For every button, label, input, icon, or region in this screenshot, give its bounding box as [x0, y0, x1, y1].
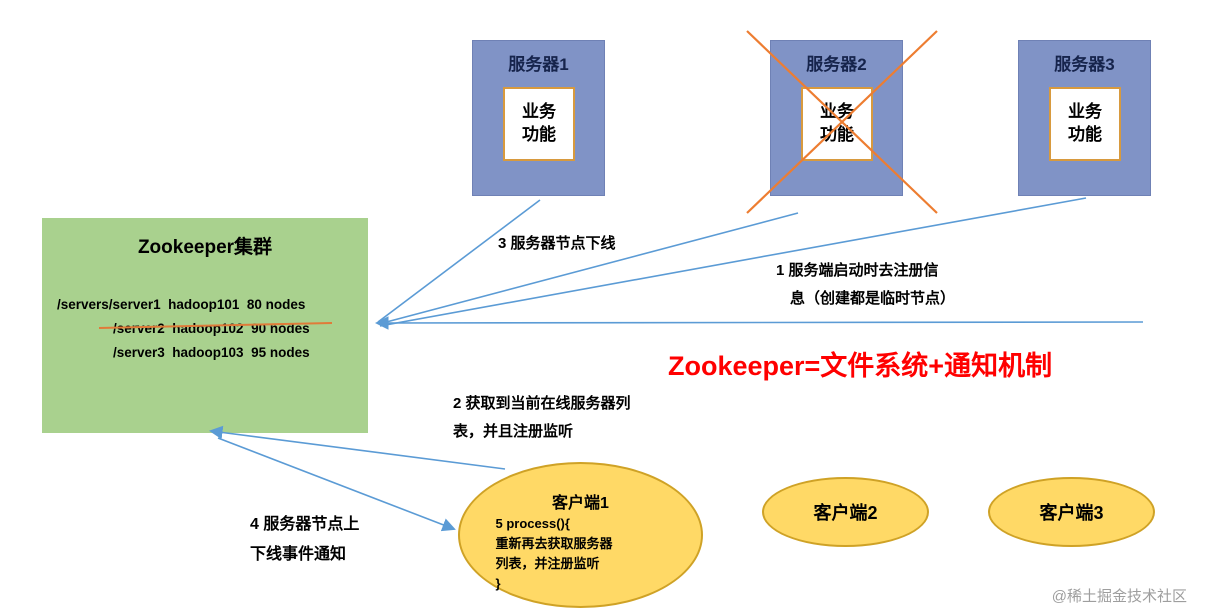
- note-step1-line2: 息（创建都是临时节点）: [790, 289, 956, 307]
- arrow-register-line: [374, 316, 1144, 330]
- client1-title: 客户端1: [552, 495, 609, 512]
- client3-ellipse: 客户端3: [988, 477, 1155, 547]
- server2-function-box: 业务 功能: [801, 87, 873, 161]
- server1-title: 服务器1: [508, 55, 569, 74]
- server2-function-line1: 业务: [820, 102, 854, 122]
- client1-code-line1: 5 process(){: [495, 516, 570, 531]
- client1-code-line2: 重新再去获取服务器: [495, 536, 613, 552]
- server2-title: 服务器2: [806, 55, 867, 74]
- client1-code-line4: }: [495, 576, 501, 592]
- note-step1-register: 1 服务端启动时去注册信 息（创建都是临时节点）: [776, 257, 955, 313]
- note-step4-line1: 4 服务器节点上: [250, 516, 360, 533]
- server1-function-line1: 业务: [522, 102, 556, 122]
- client1-code-line3: 列表，并注册监听: [495, 556, 600, 572]
- client2-title: 客户端2: [813, 503, 878, 523]
- server2-function-line2: 功能: [820, 125, 854, 144]
- client2-ellipse: 客户端2: [762, 477, 929, 547]
- arrow-server3-to-zookeeper: [379, 197, 1087, 327]
- watermark: @稀土掘金技术社区: [1051, 588, 1187, 605]
- server2-box: 服务器2 业务 功能: [770, 40, 903, 196]
- note-step2-line1: 2 获取到当前在线服务器列: [453, 395, 631, 412]
- note-step3-server-offline: 3 服务器节点下线: [498, 235, 616, 252]
- client1-process-code: 5 process(){ 重新再去获取服务器 列表，并注册监听 }: [496, 514, 666, 595]
- client3-title: 客户端3: [1039, 503, 1104, 523]
- server1-box: 服务器1 业务 功能: [472, 40, 605, 196]
- zookeeper-entry-server3: /server3 hadoop103 95 nodes: [113, 345, 310, 360]
- server3-function-line1: 业务: [1068, 102, 1102, 122]
- zookeeper-title: Zookeeper集群: [137, 237, 273, 258]
- note-step4-offline-notify: 4 服务器节点上 下线事件通知: [250, 510, 359, 569]
- client1-ellipse: 客户端1 5 process(){ 重新再去获取服务器 列表，并注册监听 }: [458, 462, 703, 608]
- server3-function-box: 业务 功能: [1049, 87, 1121, 161]
- server3-title: 服务器3: [1054, 55, 1115, 74]
- arrow-server1-to-zookeeper: [377, 199, 541, 323]
- server3-box: 服务器3 业务 功能: [1018, 40, 1151, 196]
- server3-function-line2: 功能: [1068, 125, 1102, 144]
- server1-function-box: 业务 功能: [503, 87, 575, 161]
- note-step1-line1: 1 服务端启动时去注册信: [776, 262, 939, 279]
- zookeeper-cluster-box: Zookeeper集群 /servers/server1 hadoop101 8…: [42, 218, 368, 433]
- server1-function-line2: 功能: [522, 125, 556, 144]
- zookeeper-entry-server2: /server2 hadoop102 90 nodes: [113, 321, 310, 336]
- note-step2-line2: 表，并且注册监听: [453, 422, 574, 440]
- zookeeper-entry-server1: /servers/server1 hadoop101 80 nodes: [57, 297, 306, 312]
- headline-zookeeper-definition: Zookeeper=文件系统+通知机制: [668, 351, 1053, 381]
- note-step4-line2: 下线事件通知: [250, 545, 347, 563]
- note-step2-get-server-list: 2 获取到当前在线服务器列 表，并且注册监听: [453, 390, 631, 446]
